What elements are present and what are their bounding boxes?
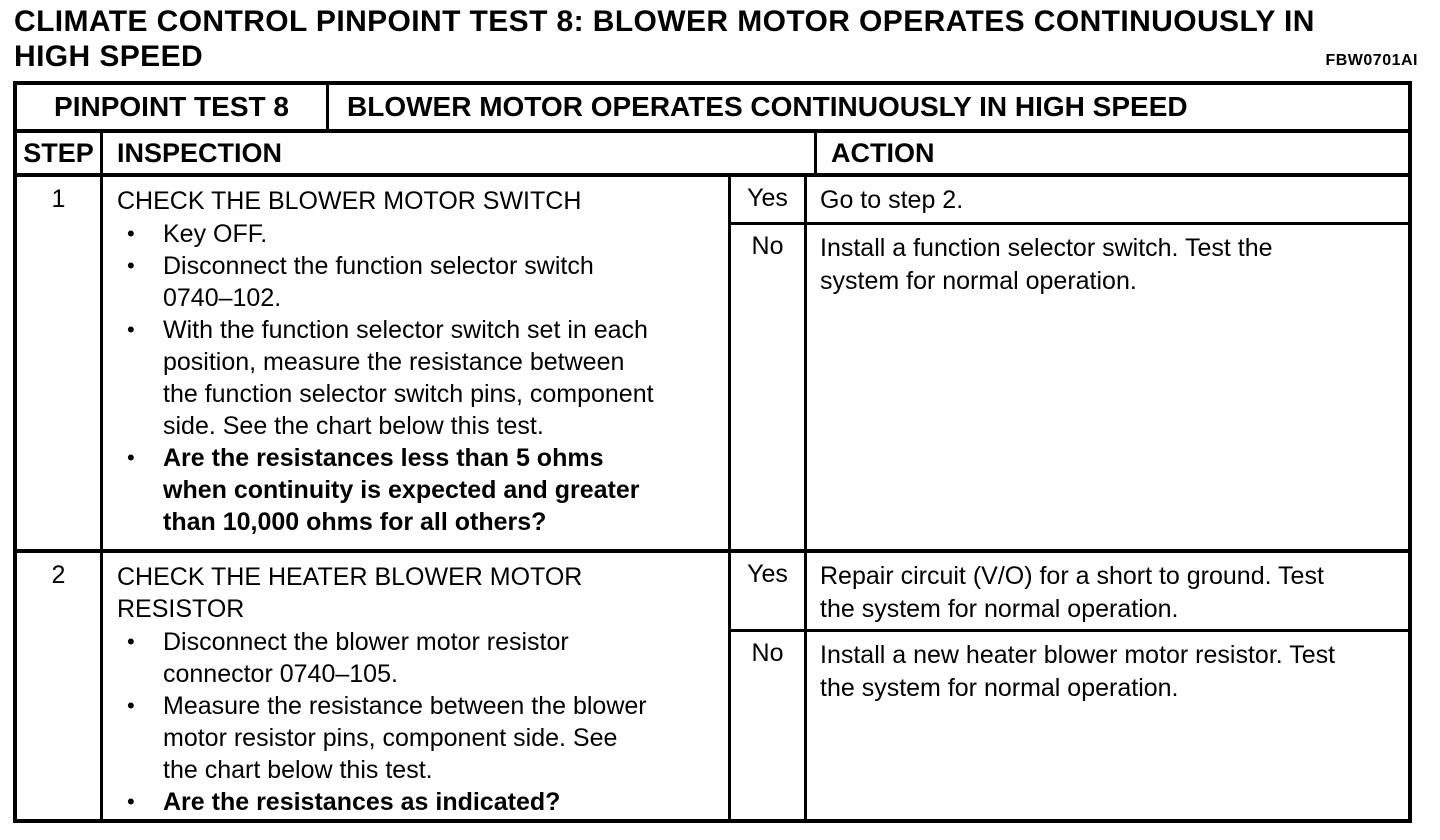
bullet-text: Disconnect the blower motor resistor con… [163,628,569,688]
bullet-item-question: • Are the resistances as indicated? [117,786,720,818]
bullet-text: Disconnect the function selector switch … [163,252,594,312]
step-row-2: 2 CHECK THE HEATER BLOWER MOTOR RESISTOR… [17,553,1408,819]
bullet-item: • Key OFF. [117,218,720,250]
bullet-list: • Disconnect the blower motor resistor c… [117,626,720,818]
bullet-icon: • [127,221,135,246]
inspection-column-header: INSPECTION [103,133,817,173]
bullet-text: Key OFF. [163,220,268,248]
inspection-cell: CHECK THE BLOWER MOTOR SWITCH • Key OFF.… [103,177,731,549]
inspection-heading: CHECK THE BLOWER MOTOR SWITCH [117,187,582,215]
step-column-header: STEP [17,133,103,173]
action-row-yes: Yes Go to step 2. [731,177,1408,225]
bullet-item: • Measure the resistance between the blo… [117,690,720,786]
bullet-text: Measure the resistance between the blowe… [163,692,647,784]
action-column-header: ACTION [831,137,935,168]
answer-label-no: No [731,632,807,819]
action-row-yes: Yes Repair circuit (V/O) for a short to … [731,553,1408,632]
bullet-item-question: • Are the resistances less than 5 ohms w… [117,442,720,538]
inspection-cell: CHECK THE HEATER BLOWER MOTOR RESISTOR •… [103,553,731,819]
answer-label-yes: Yes [731,177,807,222]
page-title: CLIMATE CONTROL PINPOINT TEST 8: BLOWER … [14,5,1315,73]
bullet-list: • Key OFF. • Disconnect the function sel… [117,218,720,538]
column-header-row: STEP INSPECTION ACTION [17,133,1408,177]
bullet-item: • Disconnect the blower motor resistor c… [117,626,720,690]
pinpoint-test-table: PINPOINT TEST 8 BLOWER MOTOR OPERATES CO… [13,81,1412,823]
figure-code: FBW0701AI [1325,52,1418,69]
bullet-icon: • [127,317,135,342]
table-title-row: PINPOINT TEST 8 BLOWER MOTOR OPERATES CO… [17,85,1408,133]
action-text: Repair circuit (V/O) for a short to grou… [820,562,1324,623]
bullet-text: Are the resistances less than 5 ohms whe… [163,444,640,536]
action-text: Install a function selector switch. Test… [820,234,1273,295]
bullet-text: Are the resistances as indicated? [163,788,561,816]
answer-label-no: No [731,225,807,549]
bullet-icon: • [127,789,135,814]
test-label-cell: PINPOINT TEST 8 [17,85,329,129]
bullet-icon: • [127,629,135,654]
step-number: 2 [17,553,103,819]
inspection-heading: CHECK THE HEATER BLOWER MOTOR RESISTOR [117,563,583,623]
step-row-1: 1 CHECK THE BLOWER MOTOR SWITCH • Key OF… [17,177,1408,553]
action-row-no: No Install a function selector switch. T… [731,225,1408,549]
action-cell-group: Yes Repair circuit (V/O) for a short to … [731,553,1408,819]
bullet-item: • Disconnect the function selector switc… [117,250,720,314]
action-row-no: No Install a new heater blower motor res… [731,632,1408,819]
action-text: Go to step 2. [820,186,964,214]
bullet-icon: • [127,445,135,470]
bullet-text: With the function selector switch set in… [163,316,654,440]
test-title-cell: BLOWER MOTOR OPERATES CONTINUOUSLY IN HI… [347,91,1188,122]
bullet-icon: • [127,693,135,718]
bullet-icon: • [127,253,135,278]
action-cell-group: Yes Go to step 2. No Install a function … [731,177,1408,549]
answer-label-yes: Yes [731,553,807,629]
bullet-item: • With the function selector switch set … [117,314,720,442]
action-text: Install a new heater blower motor resist… [820,641,1336,702]
step-number: 1 [17,177,103,549]
